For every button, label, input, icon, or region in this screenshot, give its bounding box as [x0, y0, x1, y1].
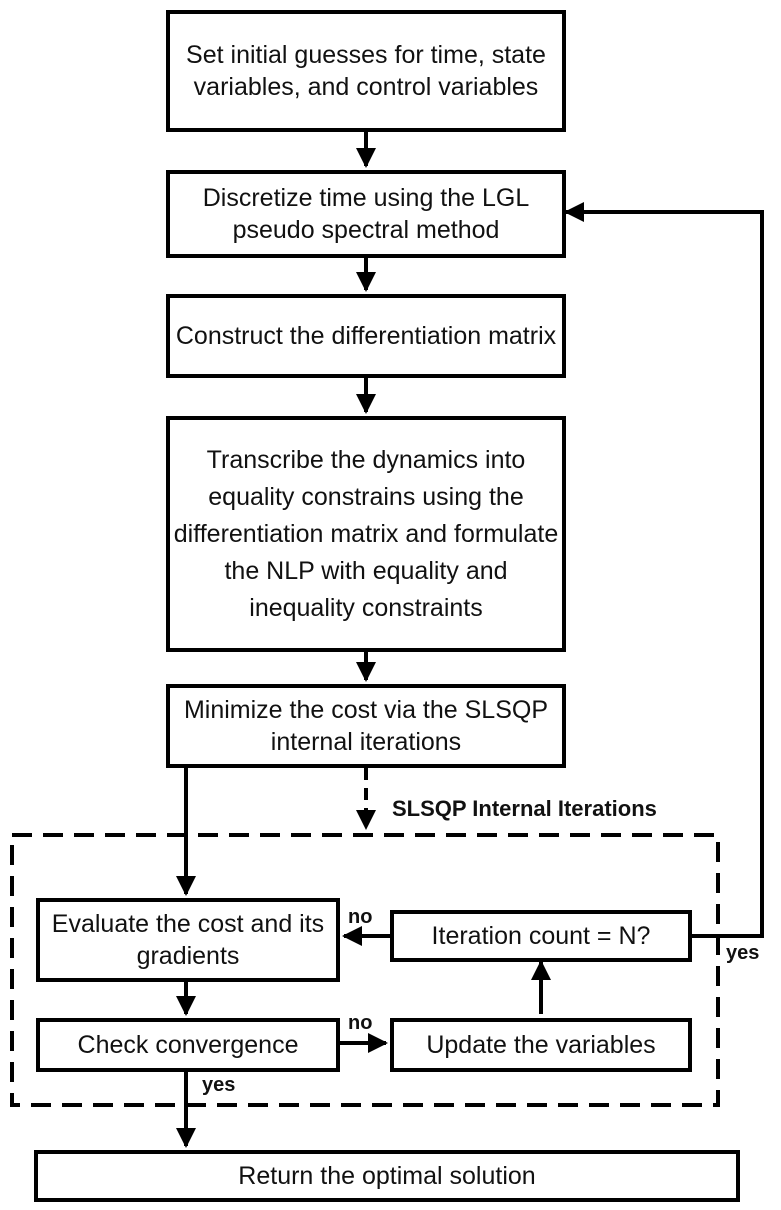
slsqp-group-title: SLSQP Internal Iterations [392, 796, 657, 821]
step-initial-guesses-text: Set initial guesses for time, state vari… [186, 41, 546, 101]
label-yes-iteration: yes [726, 942, 760, 964]
step-check-convergence-text: Check convergence [77, 1031, 299, 1059]
label-yes-convergence: yes [202, 1074, 236, 1096]
step-evaluate: Evaluate the cost and its gradients [36, 898, 340, 982]
step-minimize: Minimize the cost via the SLSQP internal… [166, 684, 566, 768]
arrow-iteration-to-discretize [564, 202, 764, 938]
step-discretize: Discretize time using the LGL pseudo spe… [166, 170, 566, 258]
step-return-solution: Return the optimal solution [34, 1150, 740, 1202]
label-no-iteration: no [348, 906, 373, 928]
step-evaluate-text: Evaluate the cost and its gradients [51, 910, 325, 970]
step-update-variables: Update the variables [390, 1018, 692, 1072]
step-minimize-text: Minimize the cost via the SLSQP internal… [183, 696, 549, 756]
step-update-variables-text: Update the variables [426, 1031, 656, 1059]
step-return-solution-text: Return the optimal solution [238, 1162, 536, 1190]
step-construct-matrix: Construct the differentiation matrix [166, 294, 566, 378]
step-iteration-count: Iteration count = N? [390, 910, 692, 962]
step-discretize-text: Discretize time using the LGL pseudo spe… [202, 184, 530, 244]
step-transcribe-text: Transcribe the dynamics into equality co… [173, 445, 559, 622]
step-iteration-count-text: Iteration count = N? [431, 922, 651, 950]
step-check-convergence: Check convergence [36, 1018, 340, 1072]
step-construct-matrix-text: Construct the differentiation matrix [175, 322, 557, 350]
step-transcribe: Transcribe the dynamics into equality co… [166, 416, 566, 652]
label-no-convergence: no [348, 1012, 373, 1034]
slsqp-group-border [10, 833, 720, 1107]
step-initial-guesses: Set initial guesses for time, state vari… [166, 10, 566, 132]
